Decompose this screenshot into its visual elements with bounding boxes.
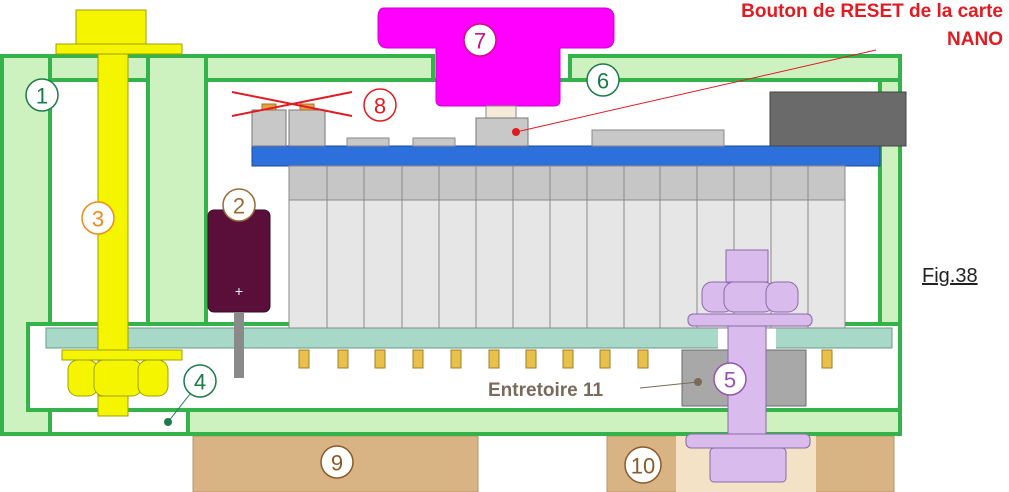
- bolt-3-washer-top: [55, 43, 183, 55]
- marker-3-label: 3: [92, 207, 104, 232]
- reset-knob-7: [377, 7, 615, 107]
- marker-4-label: 4: [194, 370, 206, 395]
- reset-leader-line: [515, 49, 877, 133]
- marker-4-leader-line: [167, 393, 191, 423]
- usb-connector: [769, 91, 907, 147]
- component-8-right: [288, 109, 326, 147]
- reset-button-cap: [485, 105, 517, 119]
- bolt-5-nut-right: [765, 281, 799, 313]
- reset-leader-dot: [512, 128, 520, 136]
- bolt-5-top: [725, 249, 769, 283]
- reset-button: [475, 117, 529, 147]
- marker-5-label: 5: [724, 368, 736, 393]
- cross-line-2: [231, 91, 353, 117]
- reset-annotation-line2: NANO: [947, 29, 1003, 50]
- marker-6: 6: [586, 63, 620, 97]
- marker-3: 3: [81, 201, 115, 235]
- chip-long: [591, 129, 725, 147]
- marker-8: 8: [363, 88, 397, 122]
- marker-6-label: 6: [597, 69, 609, 94]
- marker-1: 1: [25, 78, 59, 112]
- frame-inner-column: [146, 54, 208, 328]
- spacer-annotation: Entretoire 11: [488, 380, 604, 401]
- bolt-5-washer: [687, 313, 813, 327]
- bolt-3-washer-bottom: [61, 349, 183, 361]
- nano-board: [251, 145, 881, 167]
- marker-10-label: 10: [631, 454, 655, 479]
- marker-7-label: 7: [474, 29, 486, 54]
- marker-1-label: 1: [36, 84, 48, 109]
- bolt-3-nut-mid: [93, 359, 143, 397]
- bolt-3-nut-right: [137, 359, 169, 397]
- bolt-5-washer-bottom: [685, 433, 811, 449]
- marker-2-label: 2: [233, 194, 245, 219]
- chip-mid: [412, 137, 456, 147]
- capacitor-2-lead: [234, 312, 244, 378]
- bolt-5-head: [709, 447, 787, 483]
- bolt-3-head: [75, 9, 147, 45]
- spacer-leader-dot: [694, 378, 702, 386]
- solder-pins: [298, 349, 833, 369]
- spacer-leader-line: [639, 381, 699, 389]
- bolt-3-tip: [97, 395, 129, 417]
- chip-left: [346, 137, 390, 147]
- marker-10: 10: [624, 446, 662, 484]
- figure-label: Fig.38: [922, 265, 978, 287]
- component-8-left: [251, 109, 287, 147]
- frame-top-bar-right: [568, 54, 902, 82]
- marker-8-label: 8: [374, 94, 386, 119]
- frame-bottom-plate: [186, 408, 902, 436]
- marker-5: 5: [713, 362, 747, 396]
- marker-4-leader-dot: [164, 418, 172, 426]
- marker-2: 2: [222, 188, 256, 222]
- marker-9: 9: [320, 445, 354, 479]
- marker-9-label: 9: [331, 451, 343, 476]
- capacitor-plus: +: [235, 283, 243, 299]
- marker-4: 4: [183, 364, 217, 398]
- marker-7: 7: [463, 23, 497, 57]
- reset-annotation-line1: Bouton de RESET de la carte: [741, 1, 1003, 22]
